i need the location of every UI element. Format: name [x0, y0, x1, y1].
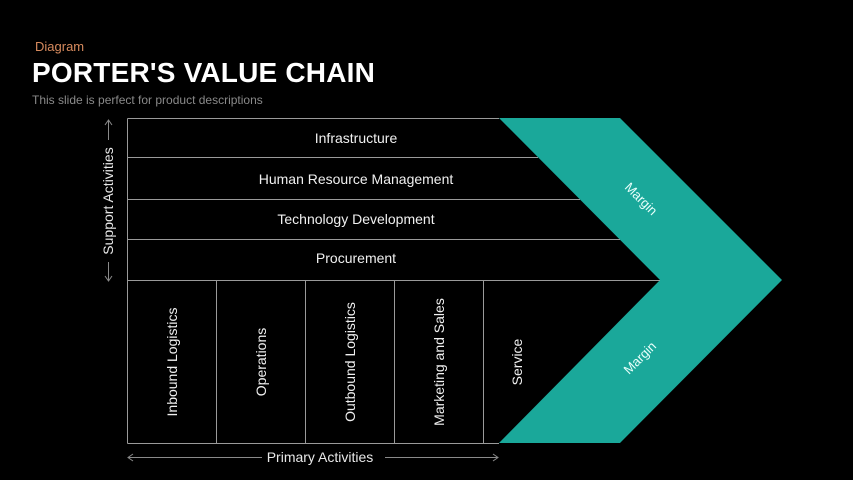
primary-col-operations: Operations [253, 328, 269, 396]
arrow-up-icon [104, 119, 113, 126]
margin-chevron [499, 118, 782, 443]
support-activities-axis-label: Support Activities [100, 147, 116, 254]
support-row-infrastructure: Infrastructure [315, 130, 398, 146]
primary-activities-axis-label: Primary Activities [267, 449, 374, 465]
primary-col-marketing-sales: Marketing and Sales [431, 298, 447, 426]
primary-axis-arrows [127, 453, 499, 462]
support-row-hr-management: Human Resource Management [259, 171, 454, 187]
primary-col-outbound-logistics: Outbound Logistics [342, 302, 358, 422]
support-axis-arrows [104, 119, 113, 282]
primary-grid [127, 280, 499, 444]
primary-col-inbound-logistics: Inbound Logistics [164, 308, 180, 417]
page-title: PORTER'S VALUE CHAIN [32, 57, 376, 88]
page-subtitle: This slide is perfect for product descri… [32, 93, 263, 107]
primary-col-service: Service [509, 338, 525, 385]
support-row-technology-development: Technology Development [277, 211, 434, 227]
slide-kicker: Diagram [35, 39, 85, 54]
arrow-left-icon [127, 453, 134, 462]
support-grid [127, 118, 660, 444]
arrow-right-icon [492, 453, 499, 462]
support-row-procurement: Procurement [316, 250, 396, 266]
arrow-down-icon [104, 275, 113, 282]
